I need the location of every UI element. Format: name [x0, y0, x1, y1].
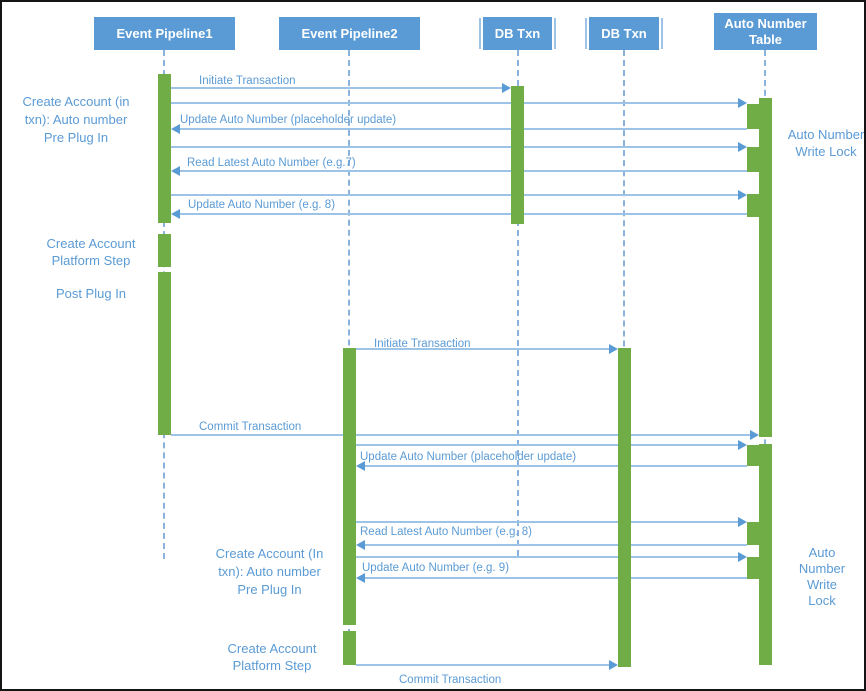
message-line	[364, 465, 747, 467]
arrowhead-right-icon	[502, 83, 511, 93]
activation-pipeline2-platform-step	[343, 631, 356, 665]
message-line	[171, 102, 739, 104]
message-line	[356, 556, 739, 558]
activation-write-lock-3	[747, 194, 759, 217]
message-line	[356, 521, 739, 523]
label-line: Write Lock	[795, 144, 857, 159]
message-label: Update Auto Number (placeholder update)	[180, 114, 397, 126]
activation-pipeline1-pre-plugin	[158, 74, 171, 223]
label-line: Auto Number	[787, 127, 865, 142]
activation-pipeline1-post-plugin	[158, 272, 171, 435]
lifeline-db-txn-1	[517, 50, 519, 556]
label-line: Number	[798, 561, 846, 576]
activation-db-txn2-activation	[618, 348, 631, 667]
activation-auto-number-txn1	[759, 98, 772, 437]
message-line	[179, 128, 747, 130]
label-line: Create Account (in	[22, 94, 130, 109]
arrowhead-left-icon	[356, 540, 365, 550]
message-line	[179, 213, 747, 215]
arrowhead-right-icon	[750, 430, 759, 440]
message-label: Read Latest Auto Number (e.g.7)	[187, 157, 356, 169]
message-label: Update Auto Number (e.g. 9)	[362, 562, 510, 574]
label-line: Write	[806, 577, 838, 592]
activation-db-txn1-activation	[511, 86, 524, 224]
label-line: Platform Step	[51, 253, 131, 268]
actor-box-event-pipeline2: Event Pipeline2	[279, 17, 420, 50]
arrowhead-right-icon	[738, 98, 747, 108]
message-line	[356, 444, 739, 446]
activation-pipeline1-platform-step	[158, 234, 171, 267]
arrowhead-left-icon	[171, 209, 180, 219]
arrowhead-left-icon	[356, 573, 365, 583]
message-line	[364, 577, 747, 579]
label-line: Platform Step	[232, 658, 312, 673]
arrowhead-right-icon	[609, 660, 618, 670]
activation-write-lock-2	[747, 147, 759, 172]
arrowhead-left-icon	[171, 166, 180, 176]
arrowhead-right-icon	[738, 440, 747, 450]
message-line	[356, 348, 610, 350]
label-line: txn): Auto number	[218, 564, 321, 579]
arrowhead-right-icon	[609, 344, 618, 354]
label-line: Auto	[808, 545, 836, 560]
activation-write-lock-6	[747, 557, 759, 579]
arrowhead-right-icon	[738, 142, 747, 152]
label-line: Create Account	[227, 641, 317, 656]
message-label: Commit Transaction	[199, 421, 302, 433]
arrowhead-left-icon	[171, 124, 180, 134]
arrowhead-right-icon	[738, 552, 747, 562]
actor-box-db-txn-2: DB Txn	[585, 17, 663, 50]
label-line: Create Account (In	[215, 546, 324, 561]
message-label: Initiate Transaction	[199, 75, 296, 87]
arrowhead-left-icon	[356, 461, 365, 471]
label-line: Pre Plug In	[237, 582, 302, 597]
message-line	[171, 87, 503, 89]
message-label: Update Auto Number (placeholder update)	[360, 451, 577, 463]
label-line: Post Plug In	[55, 286, 127, 301]
message-line	[171, 434, 751, 436]
label-line: Lock	[808, 593, 836, 608]
activation-write-lock-5	[747, 522, 759, 545]
message-line	[364, 544, 747, 546]
message-label: Commit Transaction	[399, 674, 502, 686]
arrowhead-right-icon	[738, 517, 747, 527]
activation-auto-number-txn2	[759, 444, 772, 665]
actor-box-db-txn-1: DB Txn	[479, 17, 556, 50]
label-line: txn): Auto number	[24, 112, 128, 127]
message-label: Read Latest Auto Number (e.g. 8)	[360, 526, 532, 538]
message-line	[171, 194, 739, 196]
activation-write-lock-4	[747, 445, 759, 466]
message-line	[179, 170, 747, 172]
message-line	[356, 664, 610, 666]
label-pipeline1-post-plugin-phase: Post Plug In	[32, 285, 150, 302]
actor-box-auto-number-table: Auto Number Table	[714, 13, 817, 50]
message-label: Update Auto Number (e.g. 8)	[188, 199, 336, 211]
message-label: Initiate Transaction	[374, 338, 471, 350]
actor-box-event-pipeline1: Event Pipeline1	[94, 17, 235, 50]
label-line: Create Account	[46, 236, 136, 251]
message-line	[171, 146, 739, 148]
label-line: Pre Plug In	[43, 130, 109, 145]
arrowhead-right-icon	[738, 190, 747, 200]
activation-pipeline2-pre-plugin	[343, 348, 356, 625]
activation-write-lock-1	[747, 104, 759, 129]
